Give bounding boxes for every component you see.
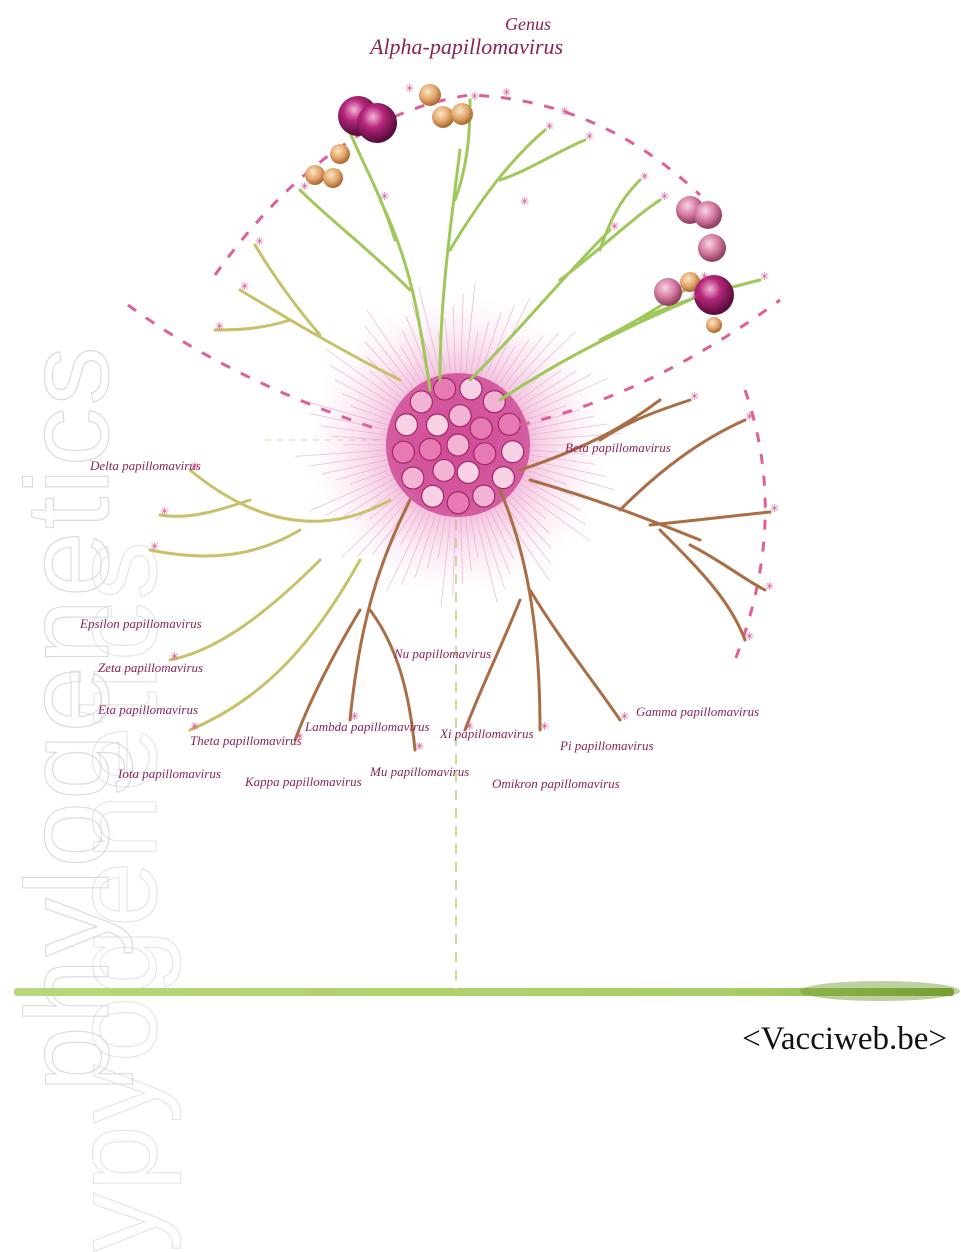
tip-mark: ✳ <box>465 720 474 733</box>
tip-mark: ✳ <box>520 195 529 208</box>
center-petal <box>392 441 414 463</box>
virus-ball <box>432 106 454 128</box>
virus-ball <box>323 168 343 188</box>
tip-mark: ✳ <box>345 110 354 123</box>
tip-mark: ✳ <box>215 320 224 333</box>
tip-mark: ✳ <box>190 460 199 473</box>
tip-mark: ✳ <box>690 390 699 403</box>
label-iota: Iota papillomavirus <box>117 766 221 781</box>
label-zeta: Zeta papillomavirus <box>98 660 203 675</box>
tip-mark: ✳ <box>770 502 779 515</box>
tip-mark: ✳ <box>150 540 159 553</box>
tip-mark: ✳ <box>502 86 511 99</box>
tip-mark: ✳ <box>560 105 569 118</box>
label-mu: Mu papillomavirus <box>369 764 469 779</box>
center-petal <box>422 485 444 507</box>
virus-ball <box>654 278 682 306</box>
center-petal <box>395 414 417 436</box>
center-petal <box>434 378 456 400</box>
center-petal <box>449 405 471 427</box>
phylogenetic-tree-illustration: phylogenetics ypyogenetics <box>0 0 961 1072</box>
tip-mark: ✳ <box>745 410 754 423</box>
dashed-arc-right <box>735 390 765 660</box>
tip-mark: ✳ <box>350 710 359 723</box>
tip-mark: ✳ <box>620 710 629 723</box>
tip-mark: ✳ <box>610 220 619 233</box>
center-petal <box>474 443 496 465</box>
virus-ball <box>694 201 722 229</box>
virus-ball <box>698 234 726 262</box>
label-lambda: Lambda papillomavirus <box>304 719 430 734</box>
center-petal <box>460 378 482 400</box>
axis-blur-end <box>800 981 960 1001</box>
tree-svg: Genus Alpha-papillomavirus Beta papillom… <box>0 0 961 1072</box>
label-beta: Beta papillomavirus <box>565 440 671 455</box>
center-petal <box>492 467 514 489</box>
tip-mark: ✳ <box>745 630 754 643</box>
center-petal <box>402 467 424 489</box>
center-petal <box>483 391 505 413</box>
tip-mark: ✳ <box>300 180 309 193</box>
tip-mark: ✳ <box>160 505 169 518</box>
virus-ball <box>330 144 350 164</box>
tip-mark: ✳ <box>415 740 424 753</box>
tip-mark: ✳ <box>760 270 769 283</box>
label-nu: Nu papillomavirus <box>393 646 491 661</box>
tip-mark: ✳ <box>170 650 179 663</box>
center-petal <box>502 441 524 463</box>
tip-mark: ✳ <box>700 270 709 283</box>
center-petal <box>447 434 469 456</box>
center-petal <box>419 438 441 460</box>
tip-mark: ✳ <box>585 130 594 143</box>
tip-mark: ✳ <box>540 720 549 733</box>
tip-mark: ✳ <box>690 290 699 303</box>
center-petal <box>433 459 455 481</box>
center-petal <box>457 461 479 483</box>
label-pi: Pi papillomavirus <box>559 738 654 753</box>
center-petal <box>410 391 432 413</box>
center-petal <box>498 413 520 435</box>
tip-mark: ✳ <box>240 280 249 293</box>
tip-mark: ✳ <box>295 730 304 743</box>
source-credit: <Vacciweb.be> <box>742 1021 947 1058</box>
tip-mark: ✳ <box>640 170 649 183</box>
label-xi: Xi papillomavirus <box>439 726 534 741</box>
virus-ball <box>357 103 397 143</box>
tip-mark: ✳ <box>470 90 479 103</box>
tip-mark: ✳ <box>765 580 774 593</box>
label-epsilon: Epsilon papillomavirus <box>79 616 202 631</box>
tip-mark: ✳ <box>545 120 554 133</box>
virus-ball <box>451 103 473 125</box>
tip-mark: ✳ <box>660 190 669 203</box>
virus-ball <box>706 317 722 333</box>
label-theta: Theta papillomavirus <box>190 733 302 748</box>
virus-ball <box>419 84 441 106</box>
label-genus: Genus <box>505 14 551 34</box>
label-delta: Delta papillomavirus <box>89 458 201 473</box>
tip-mark: ✳ <box>255 235 264 248</box>
label-gamma: Gamma papillomavirus <box>636 704 759 719</box>
center-petal <box>473 485 495 507</box>
center-petal <box>447 492 469 514</box>
label-kappa: Kappa papillomavirus <box>244 774 362 789</box>
center-petal <box>470 417 492 439</box>
virus-particles <box>305 84 734 333</box>
tip-mark: ✳ <box>380 190 389 203</box>
tip-mark: ✳ <box>405 82 414 95</box>
center-petal <box>426 414 448 436</box>
label-omikron: Omikron papillomavirus <box>492 776 620 791</box>
label-alpha: Alpha-papillomavirus <box>368 34 563 59</box>
tip-mark: ✳ <box>190 720 199 733</box>
label-eta: Eta papillomavirus <box>97 702 198 717</box>
